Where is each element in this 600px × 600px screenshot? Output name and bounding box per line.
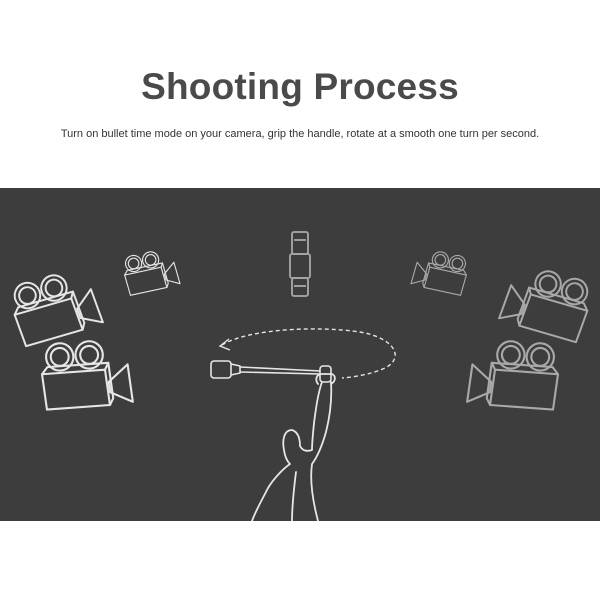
instruction-text: Turn on bullet time mode on your camera,… — [60, 128, 540, 140]
person-icon — [251, 373, 336, 521]
video-camera-icon — [4, 261, 104, 351]
video-camera-icon — [37, 333, 134, 415]
arrow-head-icon — [218, 338, 231, 351]
action-camera-icon — [289, 231, 311, 297]
video-camera-icon — [498, 257, 598, 347]
video-camera-icon — [466, 333, 563, 415]
video-camera-icon — [119, 244, 181, 299]
rotation-arrow-icon — [221, 328, 396, 379]
shooting-illustration — [0, 188, 600, 521]
page-title: Shooting Process — [141, 66, 459, 107]
selfie-stick-icon — [210, 360, 332, 383]
video-camera-icon — [410, 244, 472, 299]
